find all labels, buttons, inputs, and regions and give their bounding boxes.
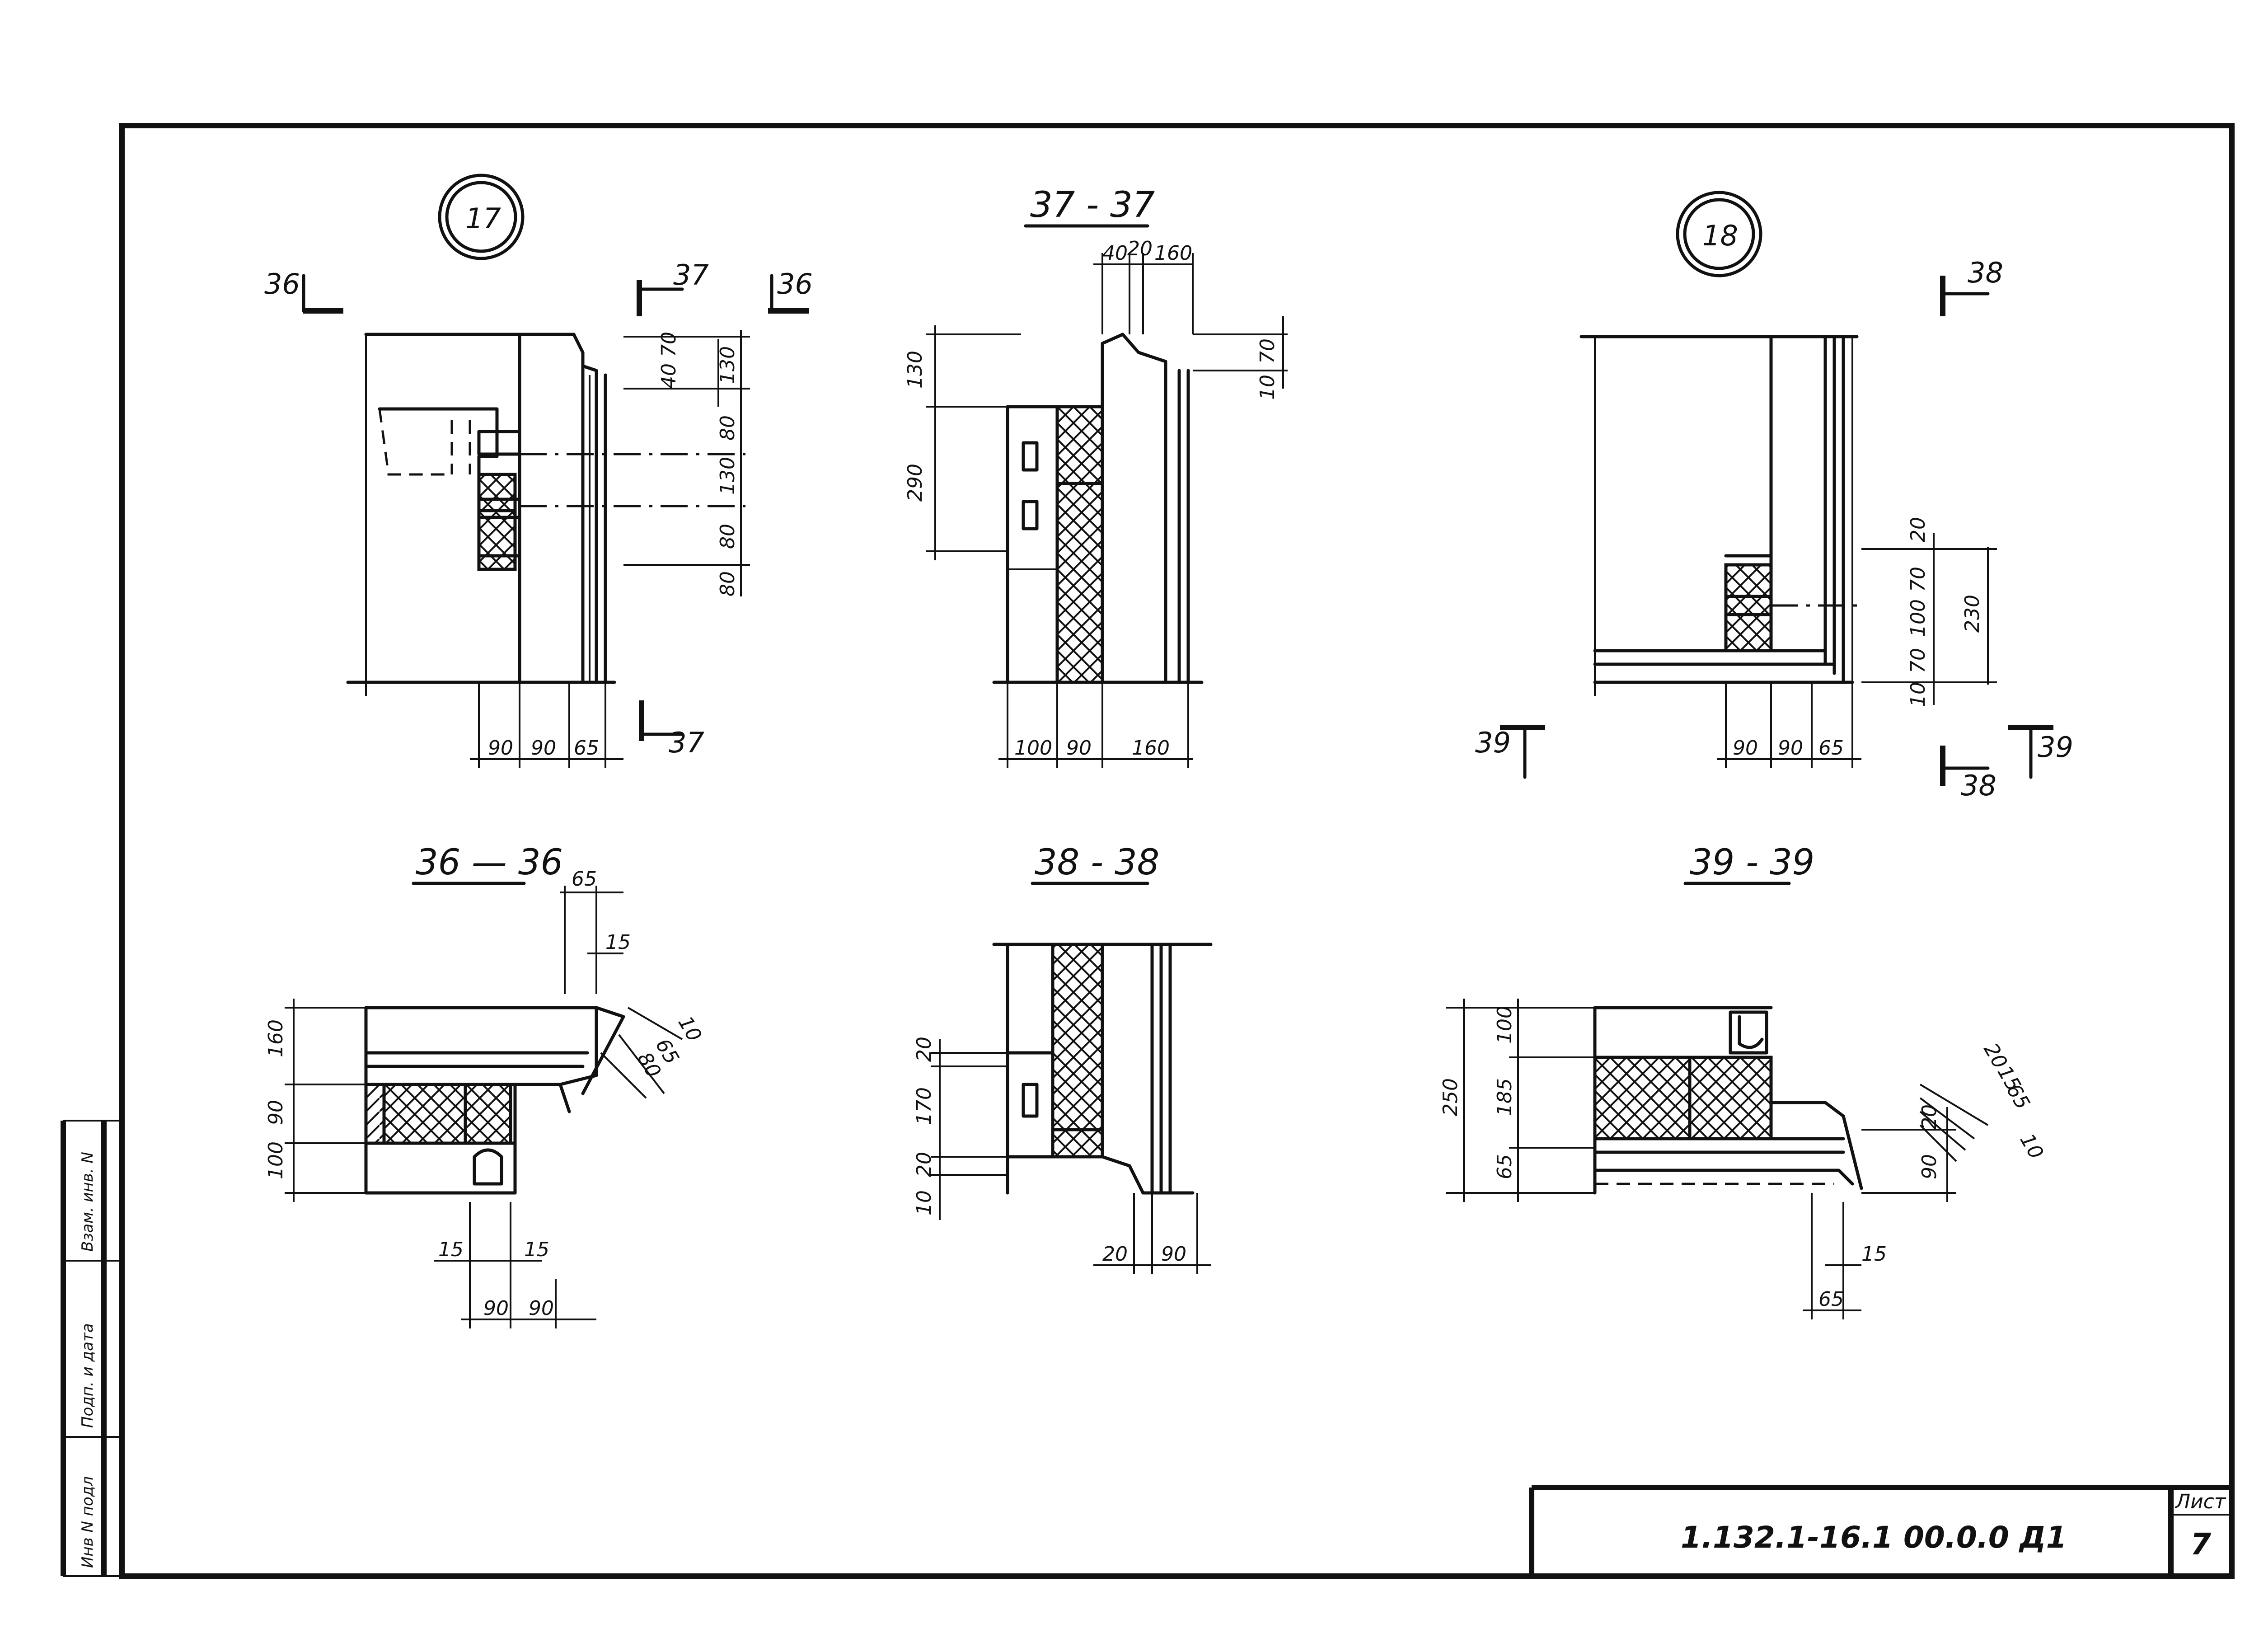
mark-39-right: 39	[2038, 731, 2073, 764]
side-label-inv: Инв N подл	[79, 1476, 97, 1568]
s38-dim-90-bottom: 90	[1161, 1243, 1186, 1266]
s36-dim-90a: 90	[483, 1297, 509, 1320]
mark-37-top: 37	[673, 258, 709, 291]
mark-39-left: 39	[1475, 726, 1511, 759]
s36-dim-100: 100	[264, 1141, 287, 1179]
mark-38-top: 38	[1968, 256, 2003, 289]
s39-dim-b15: 15	[1861, 1243, 1887, 1266]
s39-dim-rv20: 20	[1918, 1104, 1941, 1130]
s37-dim-top-160: 160	[1154, 242, 1192, 265]
s36-dim-top-15: 15	[605, 931, 631, 954]
s36-dim-160: 160	[264, 1019, 287, 1057]
s39-dim-b65: 65	[1818, 1288, 1844, 1311]
sheet-number: 7	[2190, 1527, 2211, 1562]
s37-dim-160: 160	[1132, 737, 1170, 760]
s39-dim-185: 185	[1493, 1078, 1516, 1116]
d17-dim-130a: 130	[716, 346, 739, 384]
d18-dim-10: 10	[1907, 682, 1930, 707]
s38-dim-170: 170	[913, 1087, 936, 1125]
section-36-title: 36 — 36	[416, 842, 563, 883]
side-label-sign: Подп. и дата	[79, 1323, 97, 1428]
s38-dim-20-bottom: 20	[1102, 1243, 1128, 1266]
sheet-label: Лист	[2175, 1490, 2226, 1513]
s36-dim-top-65: 65	[572, 868, 597, 891]
d17-dim-80b: 80	[716, 524, 739, 549]
s36-dim-90: 90	[264, 1100, 287, 1125]
detail-17-number: 17	[465, 202, 501, 235]
s37-dim-90: 90	[1066, 737, 1092, 760]
mark-36: 36	[264, 268, 300, 300]
s36-dim-15a: 15	[438, 1238, 464, 1261]
detail-17: 17 36 37 36 37 70 40	[264, 174, 813, 768]
s38-dim-20a: 20	[913, 1037, 936, 1062]
mark-38-bottom: 38	[1961, 769, 1997, 802]
detail-18-number: 18	[1702, 219, 1738, 252]
section-39-39: 39 - 39 100 185 65 250 20 15 65 10	[1439, 842, 2048, 1319]
section-39-title: 39 - 39	[1690, 842, 1814, 883]
d18-dim-20: 20	[1907, 517, 1930, 542]
s39-dim-65: 65	[1493, 1154, 1516, 1179]
d17-dim-40: 40	[657, 363, 680, 389]
s37-dim-top-40: 40	[1102, 242, 1128, 265]
d17-dim-80c: 80	[716, 571, 739, 596]
side-label-replace: Взам. инв. N	[79, 1152, 97, 1252]
s38-dim-10: 10	[913, 1190, 936, 1216]
section-37-title: 37 - 37	[1030, 185, 1155, 225]
s37-dim-top-20: 20	[1127, 237, 1153, 260]
s39-dim-250: 250	[1439, 1078, 1462, 1116]
s39-dim-rv90: 90	[1918, 1154, 1941, 1179]
d18-dim-100: 100	[1907, 599, 1930, 637]
mark-37-bottom: 37	[669, 726, 704, 759]
s37-dim-70: 70	[1256, 338, 1279, 364]
s39-dim-100: 100	[1493, 1006, 1516, 1044]
stamp-code: 1.132.1-16.1 00.0.0 Д1	[1681, 1520, 2067, 1555]
d17-dim-80a: 80	[716, 415, 739, 441]
d18-dim-90b: 90	[1778, 737, 1803, 760]
title-block: 1.132.1-16.1 00.0.0 Д1 Лист 7	[1529, 1485, 2232, 1576]
s37-dim-100: 100	[1014, 737, 1052, 760]
s36-dim-15b: 15	[524, 1238, 549, 1261]
d18-dim-230: 230	[1961, 595, 1984, 633]
s38-dim-20b: 20	[913, 1152, 936, 1177]
section-37-37: 37 - 37 40 20 160 130 290 70 10	[904, 185, 1288, 768]
d17-dim-90b: 90	[531, 737, 556, 760]
d18-dim-90a: 90	[1733, 737, 1758, 760]
d18-dim-65: 65	[1818, 737, 1844, 760]
s37-dim-290: 290	[904, 464, 927, 502]
d17-dim-130b: 130	[716, 457, 739, 495]
d17-dim-90a: 90	[488, 737, 513, 760]
mark-36-right: 36	[777, 268, 813, 300]
s37-dim-130: 130	[904, 351, 927, 389]
section-38-title: 38 - 38	[1035, 842, 1159, 883]
side-strip-labels: Инв N подл Подп. и дата Взам. инв. N	[79, 1152, 97, 1568]
sheet-frame	[61, 123, 2235, 1579]
section-38-38: 38 - 38 20 170 20 10 20 90	[913, 842, 1213, 1274]
s36-dim-90b: 90	[529, 1297, 554, 1320]
d17-dim-65: 65	[574, 737, 599, 760]
detail-18: 18 38 39 38 39 20 70 100 70 10	[1475, 191, 2073, 802]
d18-dim-70b: 70	[1907, 648, 1930, 673]
d17-dim-70: 70	[657, 332, 680, 357]
d18-dim-70a: 70	[1907, 567, 1930, 592]
s37-dim-10: 10	[1256, 375, 1279, 400]
